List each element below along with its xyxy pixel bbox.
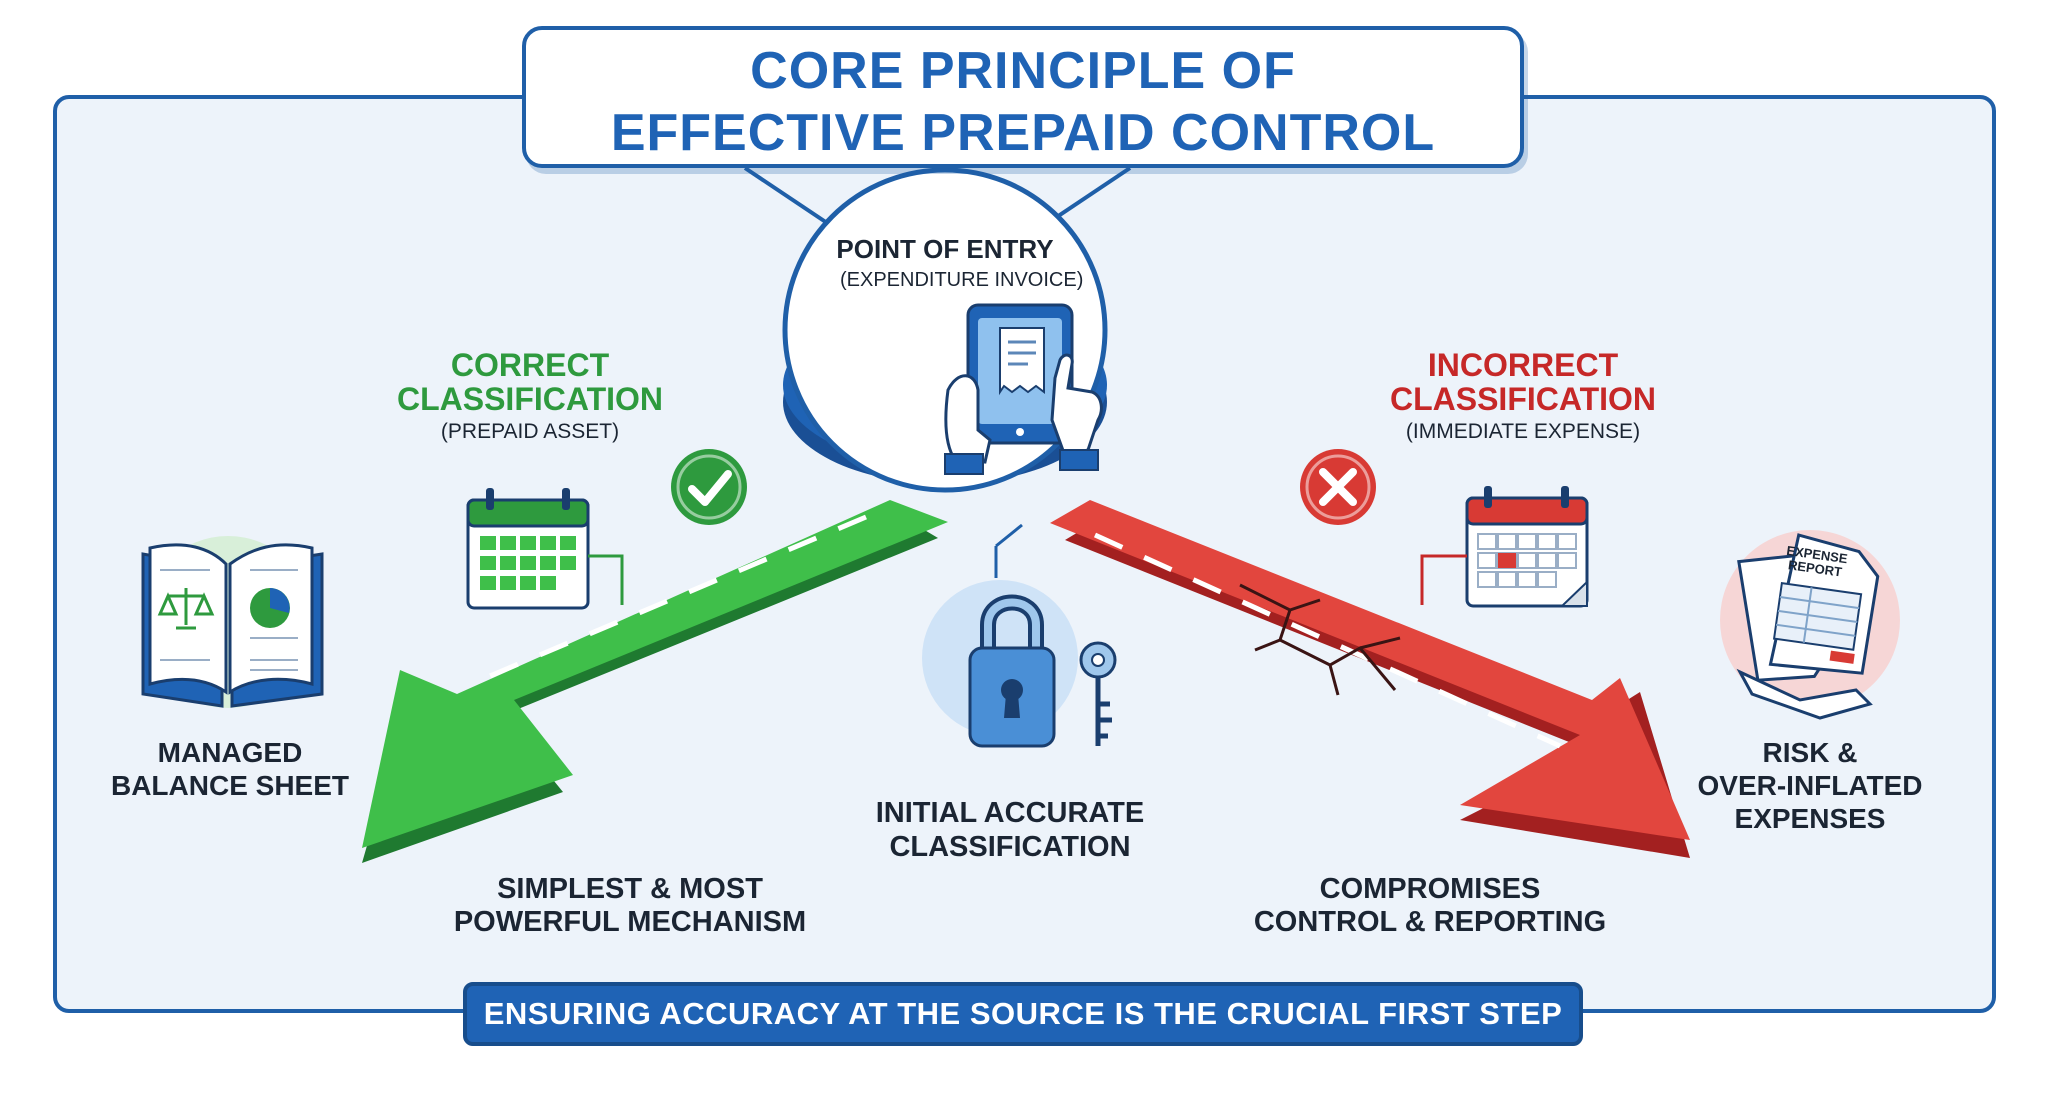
entry-label-wrap: POINT OF ENTRY xyxy=(836,234,1053,264)
right-caption-line-2: CONTROL & REPORTING xyxy=(1253,906,1607,938)
left-outcome-line-1: MANAGED xyxy=(157,737,303,768)
check-icon xyxy=(671,449,747,525)
title-line-1: CORE PRINCIPLE OF xyxy=(750,42,1296,100)
left-caption-line-2: POWERFUL MECHANISM xyxy=(453,906,807,938)
tablet-invoice-icon xyxy=(944,303,1103,475)
center-line-2: CLASSIFICATION xyxy=(889,831,1131,863)
incorrect-line-2: CLASSIFICATION xyxy=(1389,381,1657,417)
incorrect-path-arrow xyxy=(1050,500,1690,858)
correct-line-2: CLASSIFICATION xyxy=(396,381,664,417)
incorrect-heading: INCORRECT CLASSIFICATION xyxy=(1368,348,1678,416)
left-outcome-line-2: BALANCE SHEET xyxy=(110,770,349,801)
center-line-1: INITIAL ACCURATE xyxy=(875,797,1145,829)
open-book-icon xyxy=(141,536,324,708)
right-outcome-line-1: RISK & xyxy=(1762,737,1858,768)
entry-sub: (EXPENDITURE INVOICE) xyxy=(840,269,1084,291)
calendar-icon-correct xyxy=(466,488,624,610)
incorrect-sub: (IMMEDIATE EXPENSE) xyxy=(1405,420,1641,443)
right-outcome-line-3: EXPENSES xyxy=(1734,803,1886,834)
expense-report-icon xyxy=(1720,530,1900,720)
correct-line-1: CORRECT xyxy=(450,347,610,383)
calendar-icon-incorrect xyxy=(1420,486,1589,608)
right-outcome-line-2: OVER-INFLATED xyxy=(1697,770,1923,801)
title-line-2: EFFECTIVE PREPAID CONTROL xyxy=(610,104,1436,162)
incorrect-line-1: INCORRECT xyxy=(1427,347,1619,383)
right-caption-line-1: COMPROMISES xyxy=(1319,873,1541,905)
correct-heading: CORRECT CLASSIFICATION xyxy=(380,348,680,416)
correct-path-arrow xyxy=(362,500,948,863)
center-label: INITIAL ACCURATE CLASSIFICATION xyxy=(850,796,1170,864)
bottom-banner: ENSURING ACCURACY AT THE SOURCE IS THE C… xyxy=(463,982,1583,1046)
cross-icon xyxy=(1300,449,1376,525)
key-icon xyxy=(1079,641,1117,746)
entry-label: POINT OF ENTRY xyxy=(836,234,1054,264)
correct-sub: (PREPAID ASSET) xyxy=(440,420,620,443)
padlock-icon xyxy=(922,523,1078,748)
right-caption: COMPROMISES CONTROL & REPORTING xyxy=(1225,873,1635,939)
right-outcome: RISK & OVER-INFLATED EXPENSES xyxy=(1670,736,1950,835)
left-outcome: MANAGED BALANCE SHEET xyxy=(90,736,370,802)
left-caption: SIMPLEST & MOST POWERFUL MECHANISM xyxy=(430,873,830,939)
title-box: CORE PRINCIPLE OF EFFECTIVE PREPAID CONT… xyxy=(522,26,1524,168)
left-caption-line-1: SIMPLEST & MOST xyxy=(497,873,763,905)
